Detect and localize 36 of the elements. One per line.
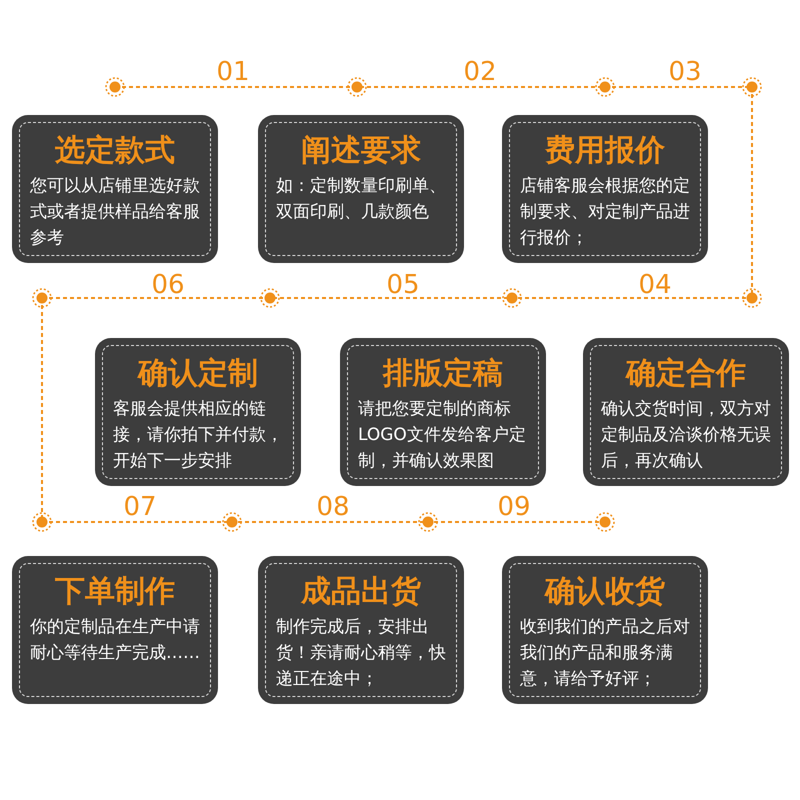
step-card [258,556,464,704]
step-number: 09 [497,492,531,522]
card-description: 您可以从店铺里选好款式或者提供样品给客服参考 [30,175,201,250]
step-card [12,556,218,704]
card-description: 客服会提供相应的链接，请你拍下并付款，开始下一步安排 [113,398,284,473]
card-heading: 费用报价 [544,132,666,170]
card-description: 如：定制数量印刷单、双面印刷、几款颜色 [276,175,447,224]
card-heading: 成品出货 [300,573,422,611]
card-description: 请把您要定制的商标LOGO文件发给客户定制，并确认效果图 [358,398,527,473]
card-description: 你的定制品在生产中请耐心等待生产完成…… [30,616,201,665]
card-description: 确认交货时间，双方对定制品及洽谈价格无误后，再次确认 [601,398,772,473]
step-card [340,338,546,486]
card-description: 店铺客服会根据您的定制要求、对定制产品进行报价； [520,175,691,250]
card-heading: 确认收货 [543,573,666,611]
step-card [258,115,464,263]
step-card [12,115,218,263]
card-heading: 选定款式 [54,132,176,170]
card-heading: 确认定制 [136,355,259,393]
step-number: 03 [668,57,702,87]
card-heading: 确定合作 [624,355,747,393]
step-card [95,338,301,486]
step-card [502,556,708,704]
step-number: 08 [316,492,350,522]
step-number: 06 [151,270,185,300]
step-number: 05 [386,270,420,300]
step-number: 02 [463,57,497,87]
step-card [502,115,708,263]
card-heading: 排版定稿 [381,355,504,393]
step-number: 01 [216,57,250,87]
card-description: 制作完成后，安排出货！亲请耐心稍等，快递正在途中； [276,616,447,691]
step-number: 04 [638,270,672,300]
card-heading: 下单制作 [54,573,176,611]
card-heading: 阐述要求 [300,132,422,170]
step-card [583,338,789,486]
card-description: 收到我们的产品之后对我们的产品和服务满意，请给予好评； [520,616,691,691]
step-number: 07 [123,492,157,522]
